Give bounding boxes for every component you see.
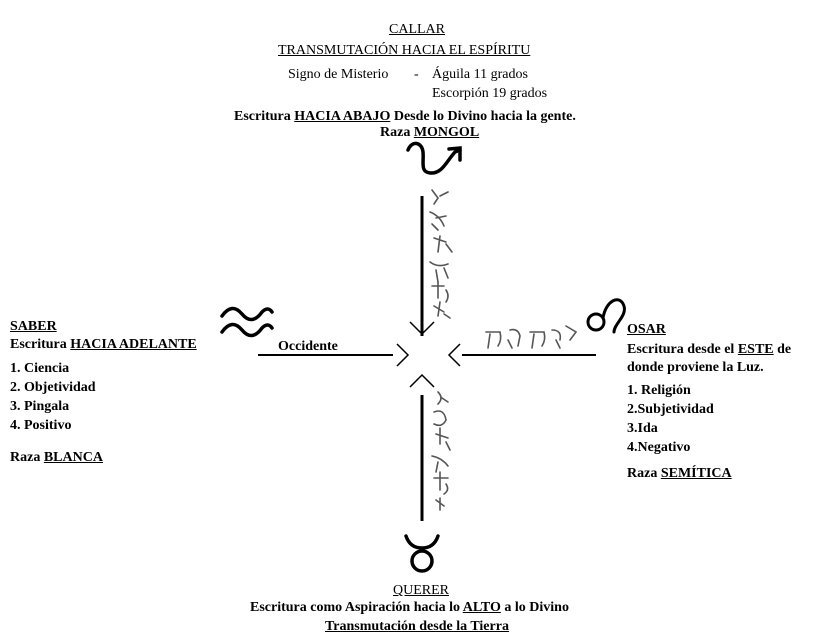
east-writing-prefix: Escritura desde el	[627, 342, 735, 357]
chevron-left	[396, 343, 410, 367]
north-writing-rest: Desde lo Divino hacia la gente.	[393, 109, 576, 124]
east-heading: OSAR	[627, 322, 666, 337]
east-list-item: 4.Negativo	[627, 440, 691, 455]
east-writing-line2: donde proviene la Luz.	[627, 360, 764, 375]
cross-lines	[258, 196, 596, 521]
north-writing-prefix: Escritura	[234, 109, 291, 124]
north-script-glyphs	[429, 189, 453, 319]
north-sign-dash: -	[414, 67, 419, 82]
chevron-bottom	[409, 373, 435, 388]
west-list-item: 2. Objetividad	[10, 380, 96, 395]
east-list-item: 1. Religión	[627, 383, 691, 398]
west-list-item: 3. Pingala	[10, 399, 70, 414]
south-writing-rest: a lo Divino	[504, 600, 569, 615]
taurus-icon	[404, 534, 440, 573]
east-script-glyphs	[485, 325, 578, 349]
west-writing-prefix: Escritura	[10, 337, 67, 352]
west-heading: SABER	[10, 319, 57, 334]
east-writing: Escritura desde el ESTE de	[627, 342, 791, 358]
leo-icon	[586, 298, 626, 334]
west-writing: Escritura HACIA ADELANTE	[10, 337, 197, 353]
east-list-item: 2.Subjetividad	[627, 402, 714, 417]
west-list-item: 1. Ciencia	[10, 361, 70, 376]
north-sign-label: Signo de Misterio	[288, 67, 389, 82]
west-race-prefix: Raza	[10, 450, 41, 465]
north-race-prefix: Raza	[380, 125, 411, 140]
aquarius-icon	[220, 306, 274, 338]
east-writing-suffix: de	[777, 342, 792, 357]
chevron-top	[409, 321, 435, 336]
east-race-name: SEMÍTICA	[660, 466, 732, 481]
center-chevrons	[396, 321, 461, 388]
west-list-item: 4. Positivo	[10, 418, 72, 433]
north-heading: CALLAR	[389, 22, 445, 37]
north-writing: Escritura HACIA ABAJO Desde lo Divino ha…	[234, 109, 576, 125]
east-writing-direction: ESTE	[737, 342, 774, 357]
north-subtitle: TRANSMUTACIÓN HACIA EL ESPÍRITU	[278, 43, 531, 58]
west-writing-direction: HACIA ADELANTE	[70, 337, 197, 352]
south-script-glyphs	[431, 391, 451, 511]
south-writing-prefix: Escritura como Aspiración hacia lo	[250, 600, 460, 615]
chevron-right	[447, 343, 461, 367]
north-race-name: MONGOL	[413, 125, 480, 140]
north-sign-value1: Águila 11 grados	[432, 67, 528, 82]
north-race: Raza MONGOL	[380, 125, 479, 141]
scorpio-icon	[406, 141, 462, 175]
south-writing: Escritura como Aspiración hacia lo ALTO …	[250, 600, 569, 616]
north-sign-value2: Escorpión 19 grados	[432, 86, 548, 101]
west-arm-label: Occidente	[278, 339, 338, 354]
south-transmutation: Transmutación desde la Tierra	[325, 619, 509, 634]
south-heading: QUERER	[393, 583, 449, 598]
north-writing-direction: HACIA ABAJO	[294, 109, 391, 124]
south-writing-direction: ALTO	[462, 600, 501, 615]
east-race-prefix: Raza	[627, 466, 658, 481]
west-race-name: BLANCA	[43, 450, 103, 465]
east-list-item: 3.Ida	[627, 421, 658, 436]
east-race: Raza SEMÍTICA	[627, 466, 732, 482]
west-race: Raza BLANCA	[10, 450, 103, 466]
